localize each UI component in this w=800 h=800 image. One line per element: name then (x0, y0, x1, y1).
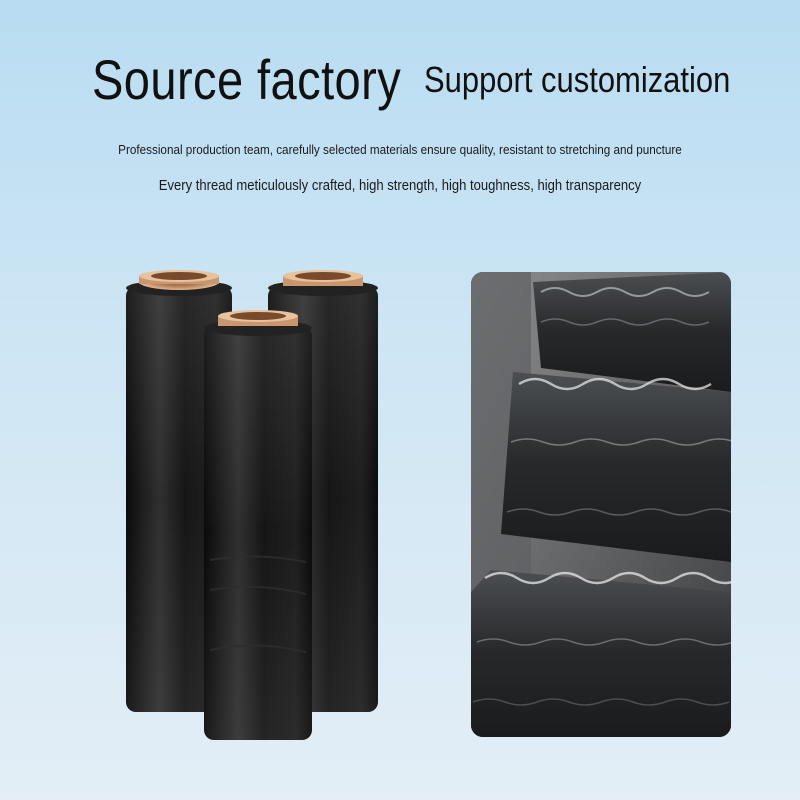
film-rolls-illustration (126, 270, 378, 740)
film-roll-front (204, 310, 312, 740)
headline: Source factory Support customization (0, 44, 800, 124)
tagline-strength: Every thread meticulously crafted, high … (158, 178, 642, 194)
headline-title: Source factory (92, 48, 402, 111)
headline-subtitle: Support customization (424, 59, 731, 100)
film-rolls-image (110, 260, 400, 740)
wrapped-goods-photo (471, 272, 731, 737)
tagline-quality: Professional production team, carefully … (118, 142, 682, 157)
wrapped-goods-illustration (471, 272, 731, 737)
